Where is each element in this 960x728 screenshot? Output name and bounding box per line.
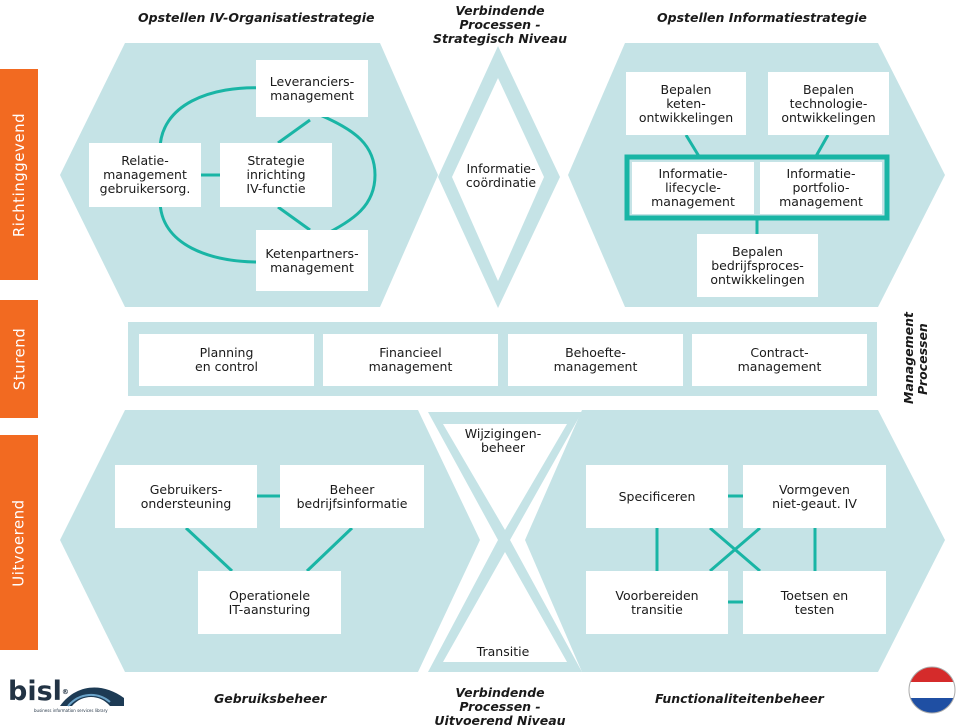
box-behoefte-management: Behoefte- management — [508, 334, 683, 386]
netherlands-flag-icon — [908, 666, 956, 714]
box-transitie: Transitie — [476, 644, 530, 659]
box-ketenpartners-management: Ketenpartners- management — [256, 230, 368, 291]
box-contract-management: Contract- management — [692, 334, 867, 386]
connectors-bottom-right — [655, 494, 817, 604]
box-vormgeven-niet-geaut-iv: Vormgeven niet-geaut. IV — [743, 465, 886, 528]
title-bottom-right: Functionaliteitenbeheer — [655, 691, 824, 706]
title-top-right: Opstellen Informatiestrategie — [657, 10, 867, 25]
box-wijzigingen-beheer: Wijzigingen- beheer — [464, 426, 542, 455]
band-sturend: Sturend — [0, 300, 38, 418]
box-financieel-management: Financieel management — [323, 334, 498, 386]
box-toetsen-en-testen: Toetsen en testen — [743, 571, 886, 634]
title-top-left: Opstellen IV-Organisatiestrategie — [138, 10, 375, 25]
title-top-center: Verbindende Processen - Strategisch Nive… — [432, 3, 568, 46]
box-bepalen-technologie-ontwikkelingen: Bepalen technologie- ontwikkelingen — [768, 72, 889, 135]
highlight-frame — [624, 154, 890, 221]
band-richtinggevend: Richtinggevend — [0, 69, 38, 280]
box-informatie-lifecycle-management: Informatie- lifecycle- management — [632, 162, 754, 214]
bisl-logo: bisl® — [8, 676, 69, 707]
box-bepalen-keten-ontwikkelingen: Bepalen keten- ontwikkelingen — [626, 72, 746, 135]
box-informatie-coordinatie: Informatie- coördinatie — [465, 161, 537, 190]
box-gebruikers-ondersteuning: Gebruikers- ondersteuning — [115, 465, 257, 528]
connectors-top-right — [684, 134, 830, 234]
hourglass-bottom-center — [428, 412, 582, 672]
box-bepalen-bedrijfsproces-ontwikkelingen: Bepalen bedrijfsproces- ontwikkelingen — [697, 234, 818, 297]
bisl-logo-swoosh-icon — [60, 687, 124, 707]
box-strategie-inrichting: Strategie inrichting IV-functie — [220, 143, 332, 207]
connectors-bottom-left — [184, 494, 354, 573]
bisl-logo-subtitle: business information services library — [34, 708, 108, 713]
connectors-top-left — [158, 86, 377, 264]
title-bottom-left: Gebruiksbeheer — [214, 691, 327, 706]
box-leveranciers-management: Leveranciers- management — [256, 60, 368, 117]
box-voorbereiden-transitie: Voorbereiden transitie — [586, 571, 728, 634]
box-planning-en-control: Planning en control — [139, 334, 314, 386]
box-beheer-bedrijfsinformatie: Beheer bedrijfsinformatie — [280, 465, 424, 528]
band-uitvoerend: Uitvoerend — [0, 435, 38, 650]
title-bottom-center: Verbindende Processen - Uitvoerend Nivea… — [434, 685, 566, 728]
box-relatie-management: Relatie- management gebruikersorg. — [89, 143, 201, 207]
box-informatie-portfolio-management: Informatie- portfolio- management — [760, 162, 882, 214]
title-management-processen: Management Processen — [901, 311, 930, 404]
box-operationele-it-aansturing: Operationele IT-aansturing — [198, 571, 341, 634]
box-specificeren: Specificeren — [586, 465, 728, 528]
